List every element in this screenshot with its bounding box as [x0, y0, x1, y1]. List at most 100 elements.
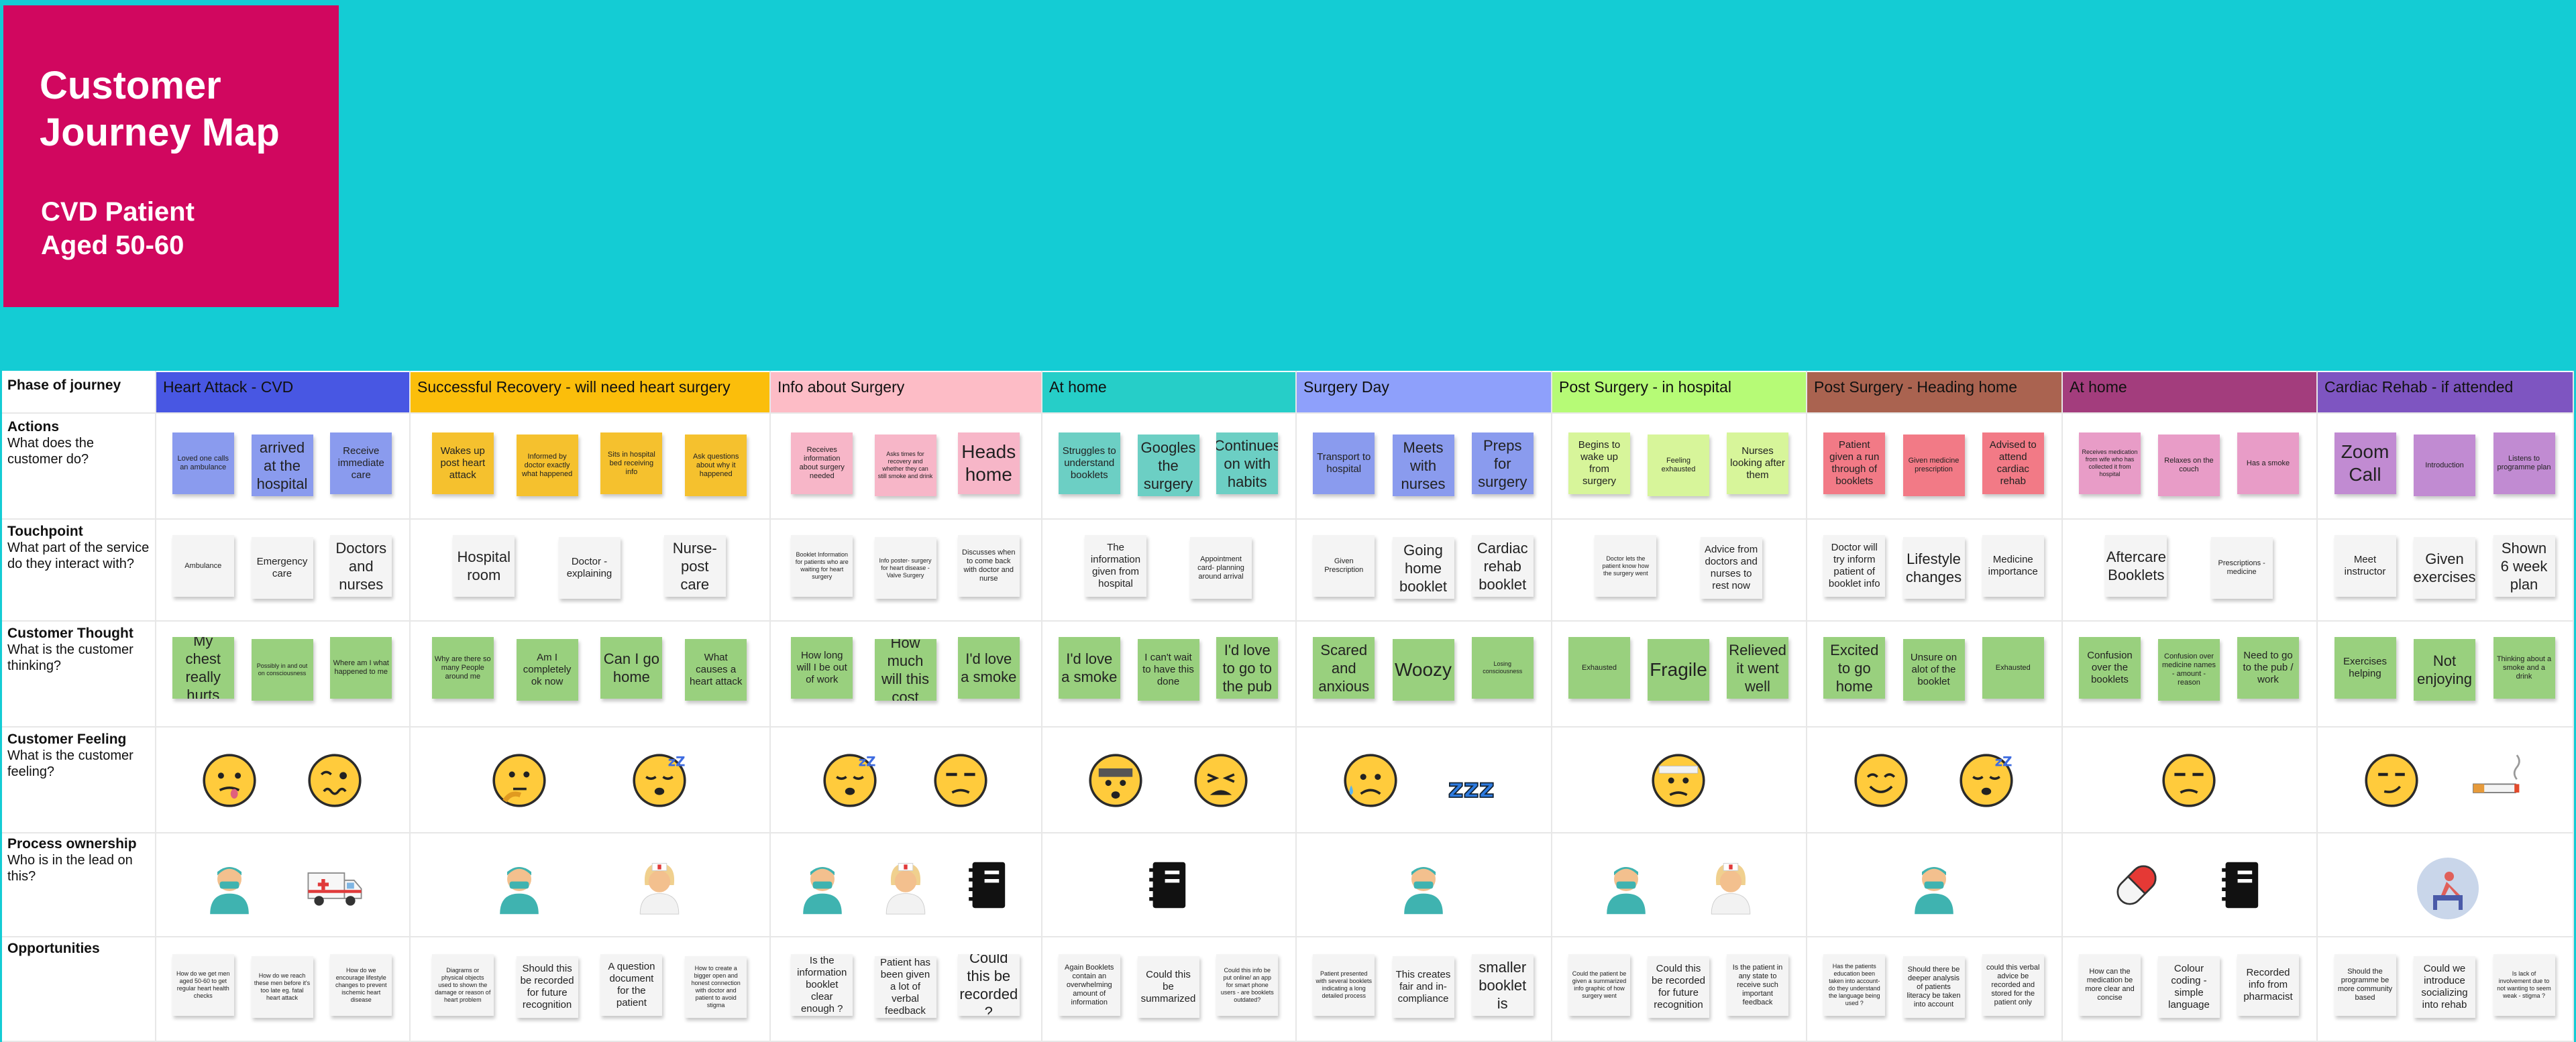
grid-line-vertical: [2573, 371, 2574, 1041]
face-unamused-icon: [930, 750, 991, 811]
touchpoint-note: Appointment card- planning around arriva…: [1190, 537, 1252, 599]
opportunity-note: Could the patient be given a summarized …: [1568, 954, 1630, 1016]
action-note: Heads home: [957, 432, 1020, 494]
action-note: Given medicine prescription: [1902, 435, 1965, 496]
touchpoint-note: Doctor - explaining: [558, 537, 621, 599]
grid-line-horizontal: [2, 1041, 2574, 1042]
opportunity-note: A question document for the patient: [600, 954, 663, 1016]
touchpoint-note: Given exercises: [2414, 537, 2475, 599]
row-question: What does the customer do?: [7, 436, 94, 467]
action-note: Ask questions about why it happened: [685, 435, 747, 496]
opportunity-note: This creates fair and in-compliance: [1392, 956, 1454, 1018]
touchpoint-note: Emergency care: [251, 537, 313, 599]
touchpoint-note: Info poster- surgery for heart disease -…: [874, 537, 936, 599]
thought-note: I'd love a smoke: [1058, 637, 1120, 699]
touchpoint-note: Given Prescription: [1313, 535, 1375, 597]
opportunity-note: Could this be recorded ?: [957, 954, 1020, 1016]
thought-note: Not enjoying: [2414, 639, 2475, 701]
opportunity-note: Patient has been given a lot of verbal f…: [874, 956, 936, 1018]
svg-text:zZ: zZ: [668, 754, 686, 769]
face-bandage-icon: [1648, 750, 1709, 811]
doctor-icon: [1393, 855, 1454, 915]
doctor-icon: [1596, 855, 1656, 915]
touchpoint-note: Discusses when to come back with doctor …: [957, 535, 1020, 597]
phase-header: Post Surgery - Heading home: [1807, 372, 2061, 412]
grid-line-vertical: [155, 371, 156, 1041]
svg-text:zZ: zZ: [859, 754, 876, 769]
thought-note: Can I go home: [600, 637, 663, 699]
nurse-icon: [875, 855, 936, 915]
action-note: Nurses looking after them: [1727, 432, 1788, 494]
phase-header: At home: [2063, 372, 2316, 412]
opportunity-note: How do we get men aged 50-60 to get regu…: [172, 954, 234, 1016]
opportunity-note: Patient presented with several booklets …: [1313, 954, 1375, 1016]
grid-line-vertical: [409, 371, 411, 1041]
touchpoint-note: Lifestyle changes: [1902, 537, 1965, 599]
row-question: What is the customer feeling?: [7, 748, 133, 779]
action-note: Has a smoke: [2237, 432, 2299, 494]
thought-note: Woozy: [1392, 639, 1454, 701]
opportunity-note: Colour coding - simple language: [2158, 956, 2220, 1018]
doctor-icon: [489, 855, 549, 915]
phase-header: At home: [1042, 372, 1295, 412]
touchpoint-note: Prescriptions - medicine: [2210, 537, 2273, 599]
grid-line-horizontal: [2, 726, 2574, 728]
phase-header-label: Phase of journey: [7, 378, 121, 393]
pill-icon: [2106, 855, 2167, 915]
row-label: Opportunities: [7, 941, 152, 957]
grid-line-horizontal: [2, 832, 2574, 833]
action-note: Advised to attend cardiac rehab: [1982, 432, 2044, 494]
row-title: Customer Thought: [7, 626, 133, 641]
face-thinking-icon: [489, 750, 549, 811]
row-title: Actions: [7, 419, 60, 435]
opportunity-note: Should this be recorded for future recog…: [516, 956, 578, 1018]
opportunity-note: How to create a bigger open and honest c…: [685, 956, 747, 1018]
thought-note: Scared and anxious: [1313, 637, 1375, 699]
face-tired-icon: [1191, 750, 1251, 811]
grid-line-horizontal: [2, 936, 2574, 937]
doctor-icon: [1904, 855, 1964, 915]
opportunity-note: Again Booklets contain an overwhelming a…: [1058, 954, 1120, 1016]
grid-line-horizontal: [2, 620, 2574, 622]
action-note: Googles the surgery: [1137, 435, 1199, 496]
thought-note: Need to go to the pub / work: [2237, 637, 2299, 699]
nurse-icon: [1701, 855, 1761, 915]
action-note: Struggles to understand booklets: [1058, 432, 1120, 494]
thought-note: Losing consciousness: [1471, 637, 1534, 699]
opportunity-note: Is the patient in any state to receive s…: [1727, 954, 1788, 1016]
opportunity-note: Could this be recorded for future recogn…: [1648, 956, 1709, 1018]
thought-note: Excited to go home: [1823, 637, 1886, 699]
phase-header: Surgery Day: [1297, 372, 1551, 412]
thought-note: My chest really hurts: [172, 637, 234, 699]
thought-note: Confusion over the booklets: [2079, 637, 2141, 699]
booklet-icon: [958, 855, 1018, 915]
opportunity-note: Diagrams or physical objects used to sho…: [431, 954, 494, 1016]
opportunity-note: How can the medication be more clear and…: [2079, 954, 2141, 1016]
opportunity-note: Should the programme be more community b…: [2334, 954, 2396, 1016]
phase-header: Info about Surgery: [771, 372, 1041, 412]
touchpoint-note: Meet instructor: [2334, 535, 2396, 597]
grid-line-vertical: [1295, 371, 1297, 1041]
zzz-icon: zzz: [1446, 750, 1506, 811]
thought-note: Thinking about a smoke and a drink: [2493, 637, 2555, 699]
grid-line-vertical: [2316, 371, 2318, 1041]
action-note: Receives information about surgery neede…: [791, 432, 853, 494]
action-note: Transport to hospital: [1313, 432, 1375, 494]
touchpoint-note: Medicine importance: [1982, 535, 2044, 597]
face-sleeping-icon: zZ: [1956, 750, 2017, 811]
doctor-icon: [199, 855, 260, 915]
svg-text:zZ: zZ: [1995, 754, 2012, 769]
grid-line-horizontal: [2, 518, 2574, 520]
touchpoint-note: The information given from hospital: [1085, 535, 1146, 597]
action-note: Informed by doctor exactly what happened: [516, 435, 578, 496]
rehab-exercise-icon: [2414, 855, 2479, 919]
thought-note: What causes a heart attack: [685, 639, 747, 701]
opportunity-note: How do we reach these men before it's to…: [251, 956, 313, 1018]
face-sleeping-icon: zZ: [820, 750, 880, 811]
face-sad-sweat-icon: [1340, 750, 1401, 811]
booklet-icon: [2211, 855, 2271, 915]
